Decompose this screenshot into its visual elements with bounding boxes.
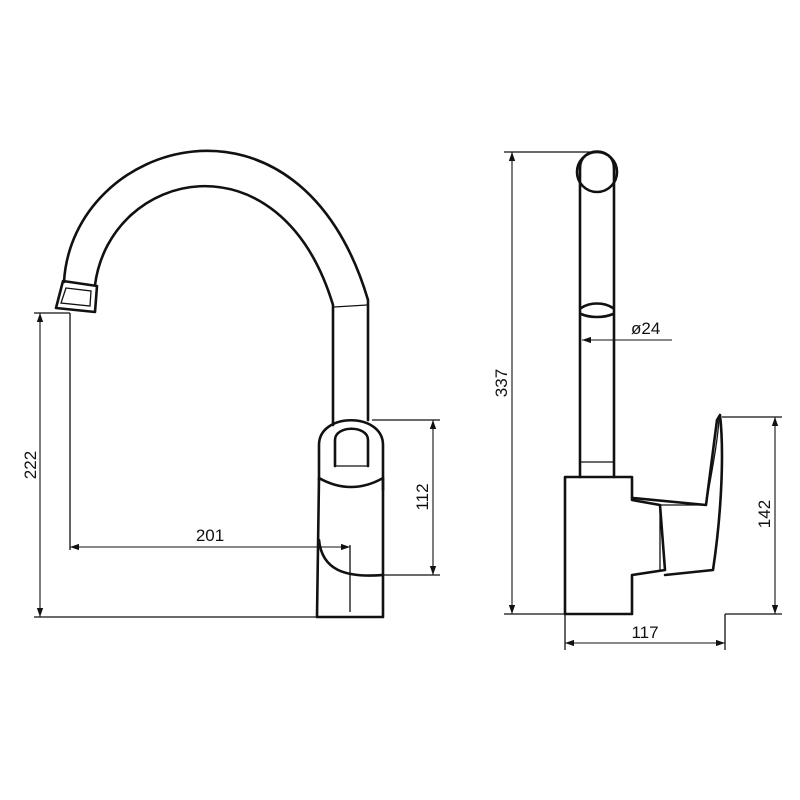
dim-label-pipe-diameter: ø24 — [631, 319, 660, 338]
dim-label-handle-height-side: 142 — [755, 500, 774, 528]
dim-label-spout-reach: 201 — [196, 526, 224, 545]
side-base — [563, 475, 667, 616]
aerator-tip — [54, 279, 99, 314]
front-body-curve — [317, 538, 385, 577]
side-pipe — [575, 150, 619, 479]
dim-label-spout-height: 222 — [21, 451, 40, 479]
front-view: 222 201 112 — [21, 149, 440, 619]
front-body — [315, 476, 385, 619]
spout-joint-line — [333, 304, 368, 308]
front-handle — [317, 418, 385, 492]
dim-label-handle-height-front: 112 — [413, 483, 432, 510]
spout-outer-contour — [62, 149, 370, 422]
spout-inner-contour — [93, 184, 335, 427]
dim-label-total-height: 337 — [492, 369, 511, 397]
side-view: 337 ø24 142 117 — [492, 150, 782, 650]
dim-label-base-depth: 117 — [631, 623, 658, 642]
side-lever-handle — [631, 413, 724, 577]
